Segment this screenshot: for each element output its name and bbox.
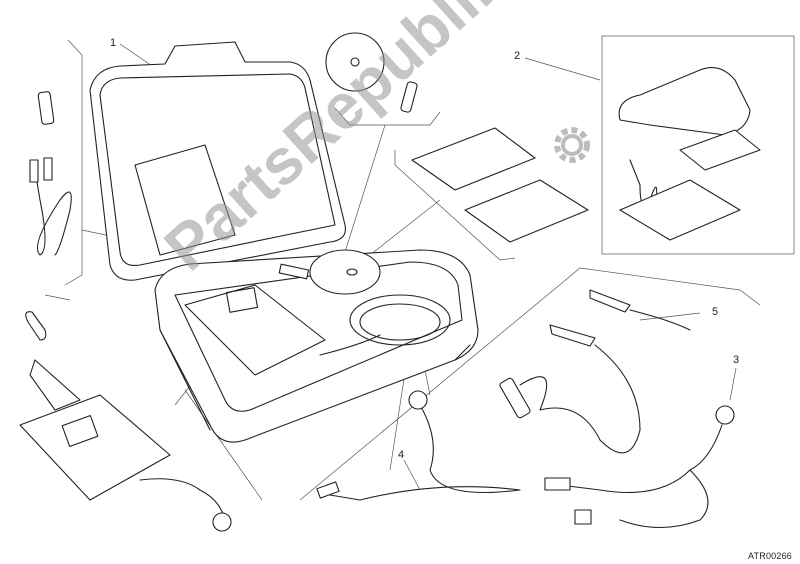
- callout-5: 5: [712, 306, 719, 318]
- callout-2: 2: [514, 50, 521, 62]
- callout-4: 4: [398, 449, 405, 461]
- drawing-code: ATR00266: [748, 551, 792, 561]
- callout-3: 3: [733, 354, 740, 366]
- callout-1: 1: [110, 37, 117, 49]
